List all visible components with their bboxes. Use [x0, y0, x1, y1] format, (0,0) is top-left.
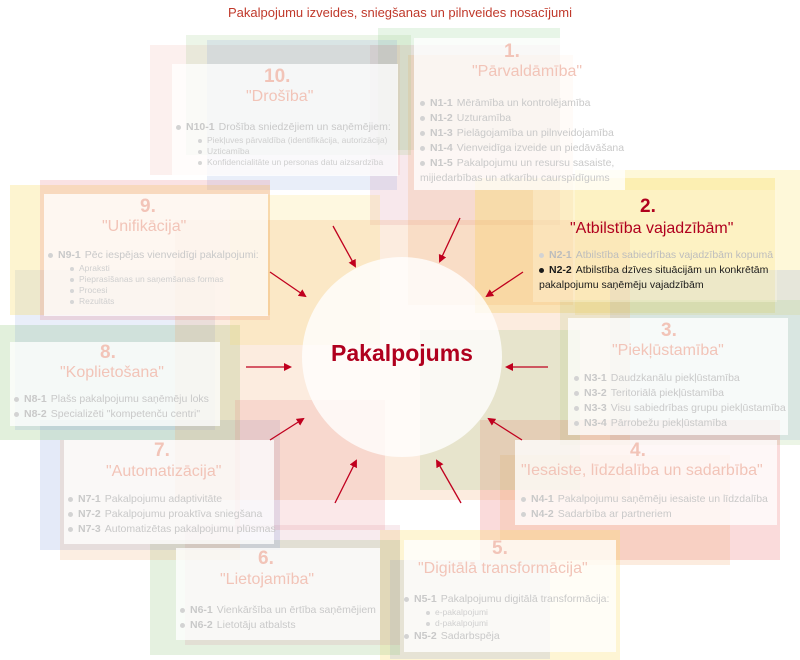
background-shape	[575, 170, 800, 315]
arrow	[269, 417, 305, 441]
arrow	[438, 217, 461, 263]
card-number: 10.	[264, 66, 291, 87]
card-title: "Unifikācija"	[102, 218, 187, 235]
arrow	[334, 459, 357, 504]
card-title: "Pārvaldāmība"	[472, 63, 583, 80]
card-number: 1.	[504, 41, 520, 62]
card-title: "Lietojamība"	[220, 571, 315, 588]
card-number: 2.	[640, 196, 656, 217]
page-title: Pakalpojumu izveides, sniegšanas un piln…	[228, 5, 572, 20]
arrow	[485, 271, 524, 298]
sub-list-item: e-pakalpojumi	[404, 607, 616, 618]
sub-list-item: d-pakalpojumi	[404, 618, 616, 629]
card-title: "Digitālā transformācija"	[418, 560, 588, 577]
sub-list-item: Rezultāts	[48, 296, 268, 307]
card-number: 8.	[100, 342, 116, 363]
card-number: 6.	[258, 548, 274, 569]
sub-list-item: Piekļuves pārvaldība (identifikācija, au…	[176, 135, 398, 146]
sub-list-item: Apraksti	[48, 263, 268, 274]
arrow	[487, 417, 523, 441]
sub-list-item: Konfidencialitāte un personas datu aizsa…	[176, 157, 398, 168]
center-circle	[302, 257, 502, 457]
arrow	[269, 271, 307, 298]
card-title: "Iesaiste, līdzdalība un sadarbība"	[521, 462, 763, 479]
card-title: "Automatizācija"	[106, 463, 222, 480]
arrow	[332, 225, 356, 268]
card-number: 7.	[154, 440, 170, 461]
card-iesaiste-lidzdaliba-sadarbiba: 4. "Iesaiste, līdzdalība un sadarbība" N…	[515, 440, 777, 525]
card-number: 4.	[630, 440, 646, 461]
card-title: "Piekļūstamība"	[612, 342, 724, 359]
card-title: "Drošība"	[246, 88, 314, 105]
background-shape	[475, 178, 775, 313]
sub-list-item: Procesi	[48, 285, 268, 296]
card-number: 9.	[140, 196, 156, 217]
center-label: Pakalpojums	[331, 340, 473, 366]
arrow	[436, 459, 462, 504]
card-number: 5.	[492, 538, 508, 559]
card-title: "Atbilstība vajadzībām"	[570, 220, 734, 237]
sub-list-item: Pieprasīšanas un saņemšanas formas	[48, 274, 268, 285]
card-number: 3.	[661, 320, 677, 341]
sub-list-item: Uzticamība	[176, 146, 398, 157]
card-title: "Koplietošana"	[60, 364, 164, 381]
